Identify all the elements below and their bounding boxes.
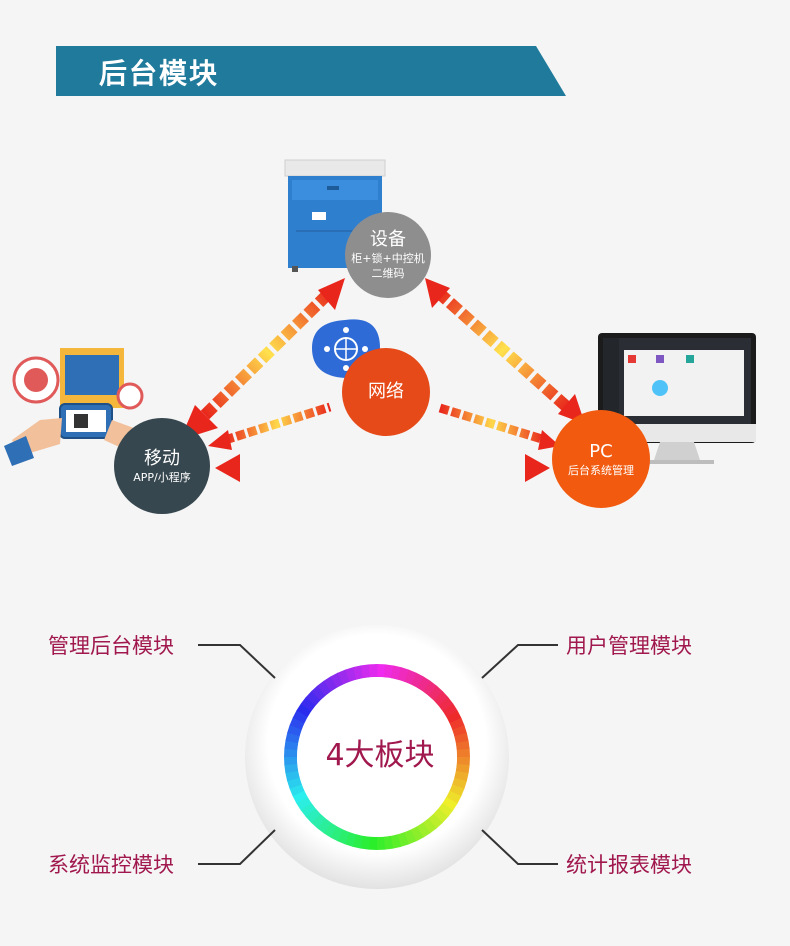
device-title: 设备 — [370, 229, 406, 250]
ring-segment — [296, 796, 312, 811]
ring-segment — [390, 834, 402, 849]
ring-segment — [416, 822, 431, 838]
arrow-device-pc — [425, 278, 585, 424]
pc-node: PC 后台系统管理 — [552, 410, 650, 508]
module-statistics-report: 统计报表模块 — [566, 853, 692, 877]
ring-segment — [410, 826, 424, 842]
network-title: 网络 — [368, 381, 404, 402]
module-user-management: 用户管理模块 — [566, 634, 692, 658]
ring-segment — [442, 797, 458, 811]
ring-segment — [417, 676, 431, 692]
ring-segment — [284, 740, 299, 751]
ring-segment — [285, 770, 300, 782]
module-system-monitor: 系统监控模块 — [48, 853, 174, 877]
ring-segment — [438, 697, 454, 712]
center-label: 4大板块 — [325, 738, 435, 773]
mobile-illustration — [4, 348, 144, 466]
ring-segment — [446, 710, 462, 724]
ring-segment — [397, 832, 409, 847]
device-line2: 二维码 — [371, 267, 405, 280]
ring-segment — [446, 790, 462, 804]
modules-ring — [245, 625, 509, 889]
ring-segment — [337, 829, 350, 845]
ring-segment — [300, 802, 316, 817]
ring-segment — [438, 802, 454, 818]
module-admin-backend: 管理后台模块 — [48, 634, 174, 658]
pc-subtitle: 后台系统管理 — [568, 463, 634, 477]
monitor-illustration — [598, 333, 756, 464]
ring-segment — [287, 777, 302, 789]
mobile-node: 移动 APP/小程序 — [114, 418, 210, 514]
ring-segment — [323, 822, 337, 838]
ring-segment — [456, 757, 470, 766]
ring-segment — [410, 672, 424, 688]
ring-segment — [292, 790, 308, 804]
ring-segment — [330, 826, 344, 842]
ring-segment — [452, 725, 467, 737]
ring-segment — [422, 818, 437, 834]
ring-segment — [360, 835, 371, 850]
ring-segment — [289, 717, 305, 730]
ring-segment — [292, 710, 308, 724]
network-node: 网络 — [342, 348, 430, 436]
header-title: 后台模块 — [99, 57, 220, 90]
ring-segment — [345, 667, 357, 682]
pc-title: PC — [589, 440, 613, 462]
ring-segment — [310, 813, 326, 829]
arrow-network-pc — [438, 403, 560, 450]
ring-segment — [284, 748, 298, 757]
ring-segment — [433, 808, 449, 824]
ring-segment — [305, 690, 321, 706]
ring-segment — [352, 665, 364, 680]
ring-segment — [433, 691, 449, 706]
ring-segment — [449, 784, 465, 797]
ring-segment — [456, 748, 470, 758]
ring-segment — [344, 832, 357, 847]
mobile-subtitle: APP/小程序 — [133, 470, 191, 484]
ring-segment — [376, 836, 386, 850]
ring-segment — [442, 703, 458, 718]
device-line1: 柜+锁+中控机 — [351, 252, 425, 265]
ring-segment — [397, 667, 410, 682]
ring-segment — [311, 685, 326, 701]
arrow-mobile-pc — [215, 454, 550, 482]
ring-segment — [368, 836, 377, 850]
ring-segment — [454, 732, 469, 744]
ring-segment — [287, 724, 302, 737]
ring-segment — [383, 835, 394, 850]
module-connectors — [198, 644, 558, 865]
ring-segment — [305, 808, 321, 823]
mobile-title: 移动 — [144, 447, 180, 469]
ring-segment — [284, 756, 298, 766]
ring-segment — [284, 763, 299, 774]
ring-segment — [422, 680, 438, 696]
ring-segment — [360, 664, 371, 679]
ring-segment — [377, 664, 386, 678]
ring-segment — [330, 672, 344, 688]
device-node: 设备 柜+锁+中控机 二维码 — [345, 212, 431, 298]
arrow-network-mobile — [208, 402, 332, 450]
ring-segment — [300, 696, 316, 712]
ring-segment — [455, 763, 470, 774]
ring-segment — [368, 664, 378, 678]
ring-segment — [383, 664, 394, 679]
ring-segment — [296, 703, 312, 717]
ring-segment — [428, 685, 444, 701]
ring-segment — [428, 813, 443, 829]
ring-segment — [316, 818, 332, 834]
header-banner — [56, 46, 566, 96]
ring-segment — [323, 676, 338, 692]
ring-segment — [452, 777, 467, 790]
ring-segment — [404, 669, 417, 685]
ring-segment — [455, 740, 470, 751]
ring-segment — [317, 680, 332, 696]
